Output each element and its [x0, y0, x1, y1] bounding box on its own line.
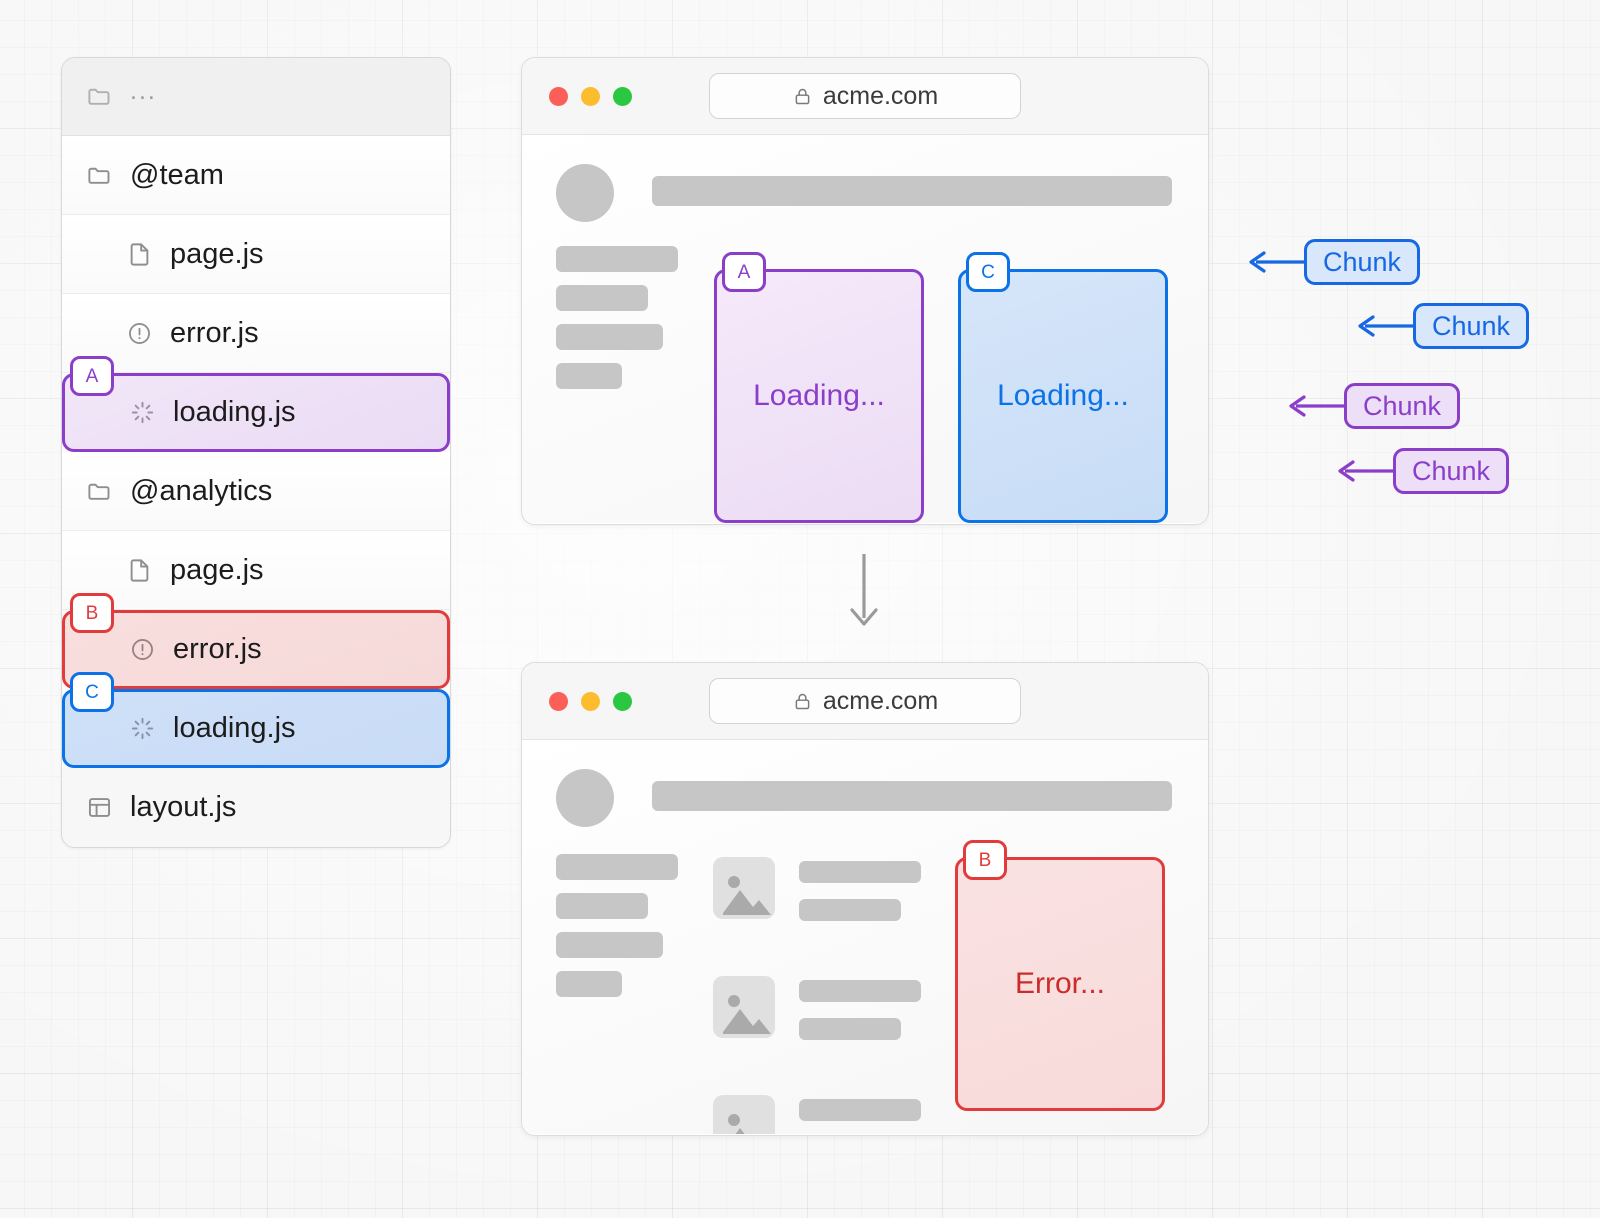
maximize-button-dot[interactable] — [613, 86, 632, 106]
text-line-skeleton — [799, 980, 921, 1002]
text-line-skeleton — [556, 324, 663, 350]
address-bar-bottom[interactable]: acme.com — [709, 678, 1021, 724]
loading-box-label: Loading... — [753, 379, 885, 412]
tree-row-label: loading.js — [173, 396, 296, 428]
text-line-skeleton — [799, 861, 921, 883]
badge-marker-a: A — [722, 252, 766, 292]
chunk-label: Chunk — [1432, 310, 1511, 341]
folder-icon — [88, 483, 110, 500]
address-bar-top[interactable]: acme.com — [709, 73, 1021, 119]
spinner-icon — [131, 717, 154, 740]
address-bar-url: acme.com — [822, 81, 939, 110]
lock-icon — [795, 88, 810, 104]
text-line-skeleton — [799, 899, 901, 921]
file-tree-root-label: ... — [130, 77, 157, 105]
text-line-skeleton — [556, 363, 622, 389]
file-tree-root-row[interactable]: ... — [62, 58, 450, 136]
tree-row-analytics-page[interactable]: page.js — [62, 531, 450, 610]
text-line-skeleton — [799, 1099, 921, 1121]
tree-row-label: layout.js — [130, 791, 237, 823]
chunk-arrow-4-icon — [1338, 460, 1399, 482]
minimize-button-dot[interactable] — [581, 691, 600, 711]
tree-row-analytics[interactable]: @analytics — [62, 452, 450, 531]
badge-marker-b: B — [70, 593, 114, 633]
tree-row-label: page.js — [170, 237, 264, 270]
tree-row-label: page.js — [170, 553, 264, 586]
tree-row-label: loading.js — [173, 712, 296, 744]
error-box-label: Error... — [1014, 967, 1105, 1000]
chunk-label: Chunk — [1412, 455, 1491, 486]
file-tree-panel: ... @team page.js error.js A loading.j — [61, 57, 451, 848]
error-box-b: Error... — [955, 857, 1165, 1111]
image-placeholder-icon — [713, 1095, 775, 1134]
chunk-label: Chunk — [1323, 246, 1402, 277]
folder-icon — [88, 167, 110, 184]
alert-circle-icon — [129, 322, 150, 344]
tree-row-analytics-error[interactable]: error.js — [62, 610, 450, 689]
image-placeholder-icon — [713, 857, 775, 919]
browser-content-bottom: B Error... — [522, 740, 1208, 1134]
close-button-dot[interactable] — [549, 86, 568, 106]
text-line-skeleton — [556, 285, 648, 311]
badge-marker-b: B — [963, 840, 1007, 880]
text-line-skeleton — [799, 1018, 901, 1040]
avatar-skeleton — [556, 164, 614, 222]
browser-content-top: A Loading... C Loading... — [522, 135, 1208, 523]
browser-titlebar-bottom: acme.com — [522, 663, 1208, 740]
browser-titlebar-top: acme.com — [522, 58, 1208, 135]
text-line-skeleton — [556, 246, 678, 272]
chunk-arrow-2-icon — [1358, 315, 1419, 337]
badge-marker-a: A — [70, 356, 114, 396]
file-icon — [130, 558, 149, 582]
loading-box-label: Loading... — [997, 379, 1129, 412]
title-bar-skeleton — [652, 176, 1172, 206]
address-bar-url: acme.com — [822, 686, 939, 715]
file-icon — [130, 242, 149, 266]
chunk-arrow-1-icon — [1249, 251, 1310, 273]
browser-window-bottom: acme.com — [521, 662, 1209, 1136]
tree-row-label: @analytics — [130, 474, 273, 507]
tree-row-team-error[interactable]: error.js — [62, 294, 450, 373]
traffic-lights — [549, 691, 632, 711]
badge-marker-c: C — [966, 252, 1010, 292]
tree-row-layout[interactable]: layout.js — [62, 768, 450, 847]
layout-icon — [88, 798, 111, 817]
chunk-tag-3: Chunk — [1344, 383, 1461, 429]
alert-circle-icon — [132, 639, 153, 660]
close-button-dot[interactable] — [549, 691, 568, 711]
loading-box-c: Loading... — [958, 269, 1168, 523]
lock-icon — [795, 693, 810, 709]
traffic-lights — [549, 86, 632, 106]
chunk-tag-1: Chunk — [1304, 239, 1421, 285]
text-line-skeleton — [556, 971, 622, 997]
text-line-skeleton — [556, 932, 663, 958]
flow-arrow-down-icon — [850, 554, 878, 626]
maximize-button-dot[interactable] — [613, 691, 632, 711]
text-line-skeleton — [556, 854, 678, 880]
tree-row-team[interactable]: @team — [62, 136, 450, 215]
text-line-skeleton — [556, 893, 648, 919]
spinner-icon — [131, 401, 154, 424]
tree-row-label: error.js — [170, 316, 259, 349]
tree-row-label: error.js — [173, 633, 262, 665]
browser-window-top: acme.com A Loading... C Loading... — [521, 57, 1209, 525]
badge-marker-c: C — [70, 672, 114, 712]
tree-row-team-page[interactable]: page.js — [62, 215, 450, 294]
minimize-button-dot[interactable] — [581, 86, 600, 106]
image-placeholder-icon — [713, 976, 775, 1038]
chunk-arrow-3-icon — [1289, 395, 1350, 417]
tree-row-label: @team — [130, 158, 224, 191]
tree-row-analytics-loading[interactable]: loading.js — [62, 689, 450, 768]
tree-row-team-loading[interactable]: loading.js — [62, 373, 450, 452]
chunk-label: Chunk — [1363, 390, 1442, 421]
chunk-tag-2: Chunk — [1413, 303, 1530, 349]
loading-box-a: Loading... — [714, 269, 924, 523]
avatar-skeleton — [556, 769, 614, 827]
chunk-tag-4: Chunk — [1393, 448, 1510, 494]
title-bar-skeleton — [652, 781, 1172, 811]
folder-icon — [88, 88, 110, 105]
